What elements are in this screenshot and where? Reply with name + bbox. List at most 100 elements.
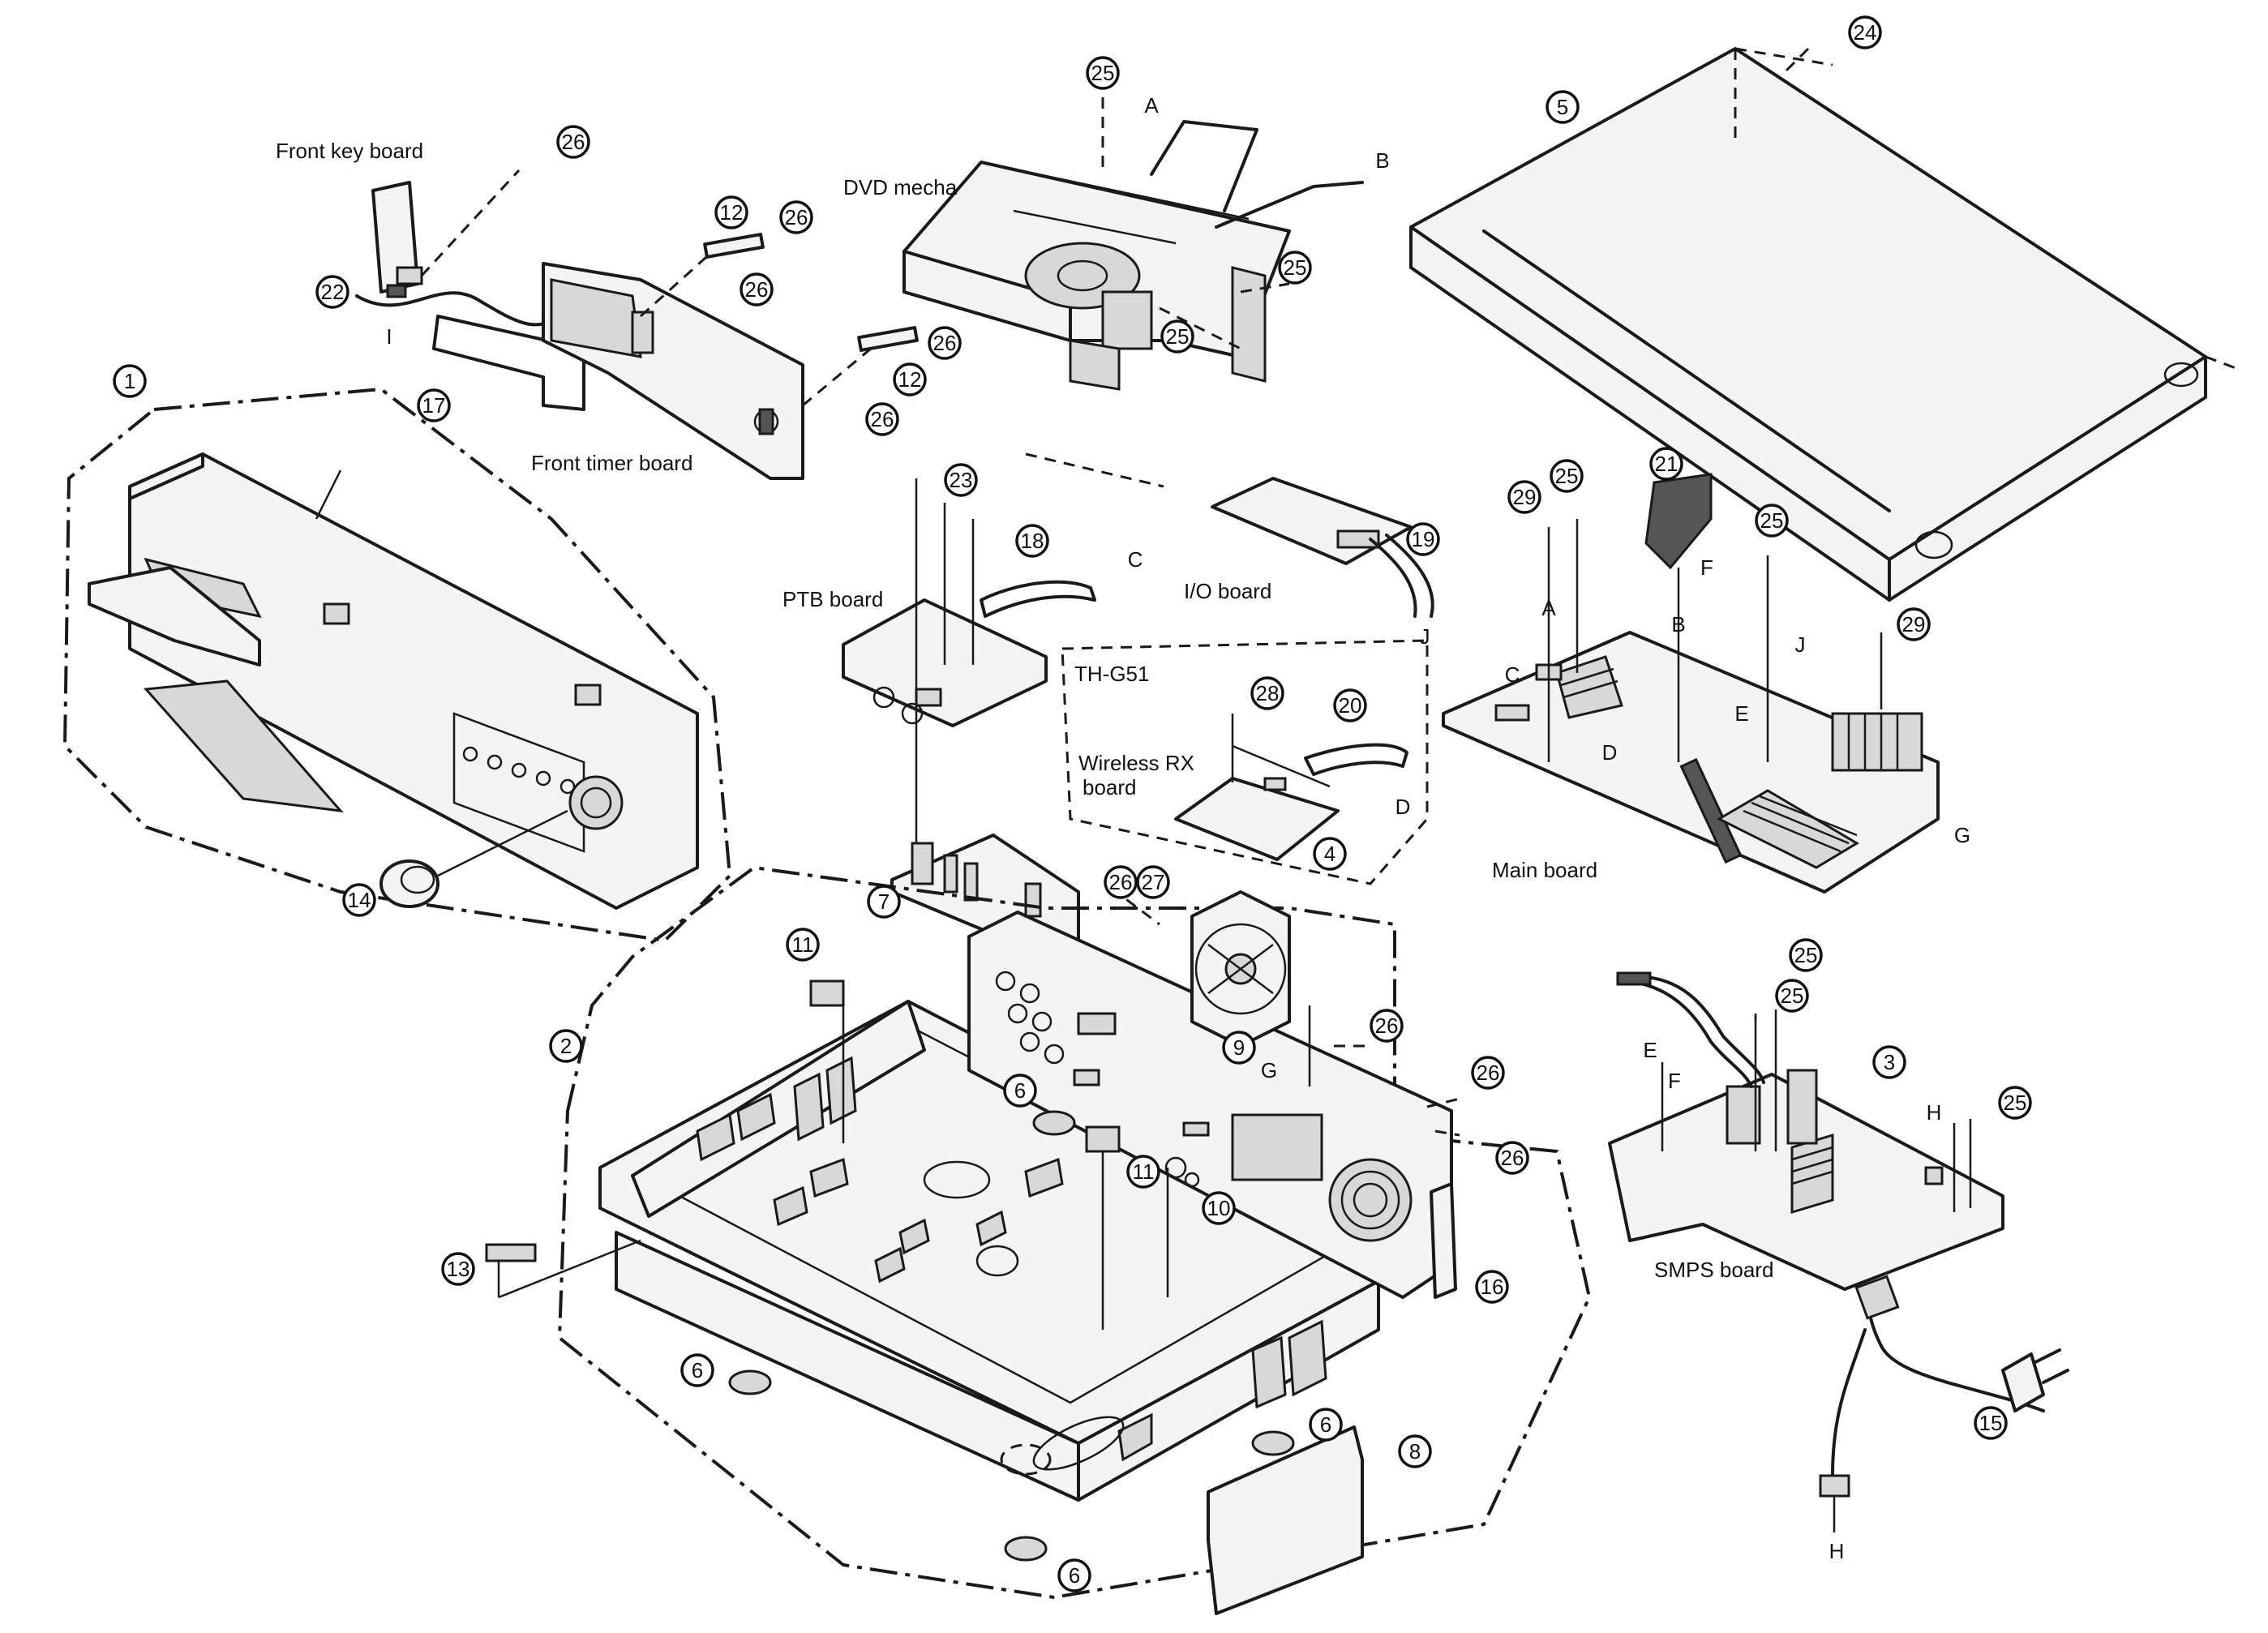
connector-letter-g-fan: G bbox=[1261, 1058, 1277, 1082]
callout-25d: 25 bbox=[1550, 459, 1584, 493]
svg-text:25: 25 bbox=[1284, 255, 1307, 280]
callout-25h: 25 bbox=[1998, 1086, 2032, 1120]
connector-letter-c-main: C bbox=[1505, 662, 1520, 687]
part-13 bbox=[485, 1239, 641, 1299]
svg-text:26: 26 bbox=[562, 130, 585, 154]
part-10 bbox=[1164, 1156, 1200, 1188]
callout-20: 20 bbox=[1333, 688, 1367, 722]
front-timer-board bbox=[542, 242, 877, 480]
callout-6d: 6 bbox=[1057, 1558, 1091, 1592]
connector-letter-e-main: E bbox=[1734, 701, 1748, 726]
callout-27: 27 bbox=[1136, 865, 1170, 899]
wireless-rx-group bbox=[1061, 639, 1429, 885]
chassis-assembly bbox=[557, 865, 1592, 1600]
svg-text:6: 6 bbox=[1014, 1078, 1026, 1103]
connector-letter-i: I bbox=[386, 324, 392, 349]
callout-4: 4 bbox=[1313, 837, 1347, 871]
io-board bbox=[1211, 477, 1434, 618]
callout-6a: 6 bbox=[1003, 1074, 1037, 1108]
svg-text:26: 26 bbox=[1109, 870, 1133, 894]
connector-letter-d-main: D bbox=[1602, 740, 1618, 765]
svg-text:25: 25 bbox=[1166, 324, 1190, 349]
callout-9: 9 bbox=[1222, 1031, 1256, 1065]
callout-25g: 25 bbox=[1775, 979, 1809, 1013]
svg-text:26: 26 bbox=[785, 205, 808, 229]
connector-letter-a: A bbox=[1144, 93, 1159, 118]
label-front-key-board: Front key board bbox=[276, 139, 423, 163]
callout-26h: 26 bbox=[1471, 1056, 1505, 1090]
svg-text:13: 13 bbox=[447, 1257, 470, 1281]
svg-text:23: 23 bbox=[950, 468, 973, 492]
callout-6c: 6 bbox=[1309, 1408, 1343, 1442]
connector-letter-f-main: F bbox=[1700, 555, 1713, 580]
svg-text:25: 25 bbox=[1555, 464, 1579, 488]
callout-12b: 12 bbox=[893, 362, 927, 396]
callout-26e: 26 bbox=[865, 402, 899, 436]
svg-text:6: 6 bbox=[692, 1358, 703, 1382]
svg-text:11: 11 bbox=[792, 932, 814, 957]
front-key-board bbox=[371, 169, 521, 294]
svg-text:29: 29 bbox=[1513, 485, 1537, 509]
fan-cutout-16 bbox=[1328, 1158, 1457, 1299]
callout-28: 28 bbox=[1250, 676, 1284, 710]
connector-letter-c-top: C bbox=[1128, 547, 1143, 572]
svg-text:24: 24 bbox=[1854, 20, 1877, 45]
svg-text:6: 6 bbox=[1069, 1563, 1080, 1588]
callout-26b: 26 bbox=[779, 200, 813, 234]
svg-text:25: 25 bbox=[1781, 984, 1804, 1008]
label-ptb-board: PTB board bbox=[782, 587, 883, 611]
callout-17: 17 bbox=[417, 388, 451, 422]
ribbon-e-f bbox=[1616, 971, 1765, 1088]
fan-9 bbox=[1190, 890, 1291, 1048]
callout-26f: 26 bbox=[1104, 865, 1138, 899]
clamps-11 bbox=[809, 979, 1121, 1153]
smps-board bbox=[1608, 1014, 2004, 1291]
svg-text:21: 21 bbox=[1655, 452, 1678, 476]
label-front-timer-board: Front timer board bbox=[531, 451, 692, 475]
connector-letter-g-main: G bbox=[1954, 823, 1970, 847]
callout-8: 8 bbox=[1398, 1434, 1432, 1468]
callout-25c: 25 bbox=[1160, 319, 1194, 354]
callout-14: 14 bbox=[342, 883, 376, 917]
svg-text:25: 25 bbox=[1794, 943, 1818, 967]
svg-text:26: 26 bbox=[1477, 1061, 1500, 1085]
callout-10: 10 bbox=[1202, 1191, 1236, 1225]
callout-13: 13 bbox=[441, 1252, 475, 1286]
callout-24: 24 bbox=[1848, 15, 1882, 49]
connector-letter-e-smps: E bbox=[1643, 1038, 1657, 1062]
callout-16: 16 bbox=[1475, 1270, 1509, 1304]
svg-text:16: 16 bbox=[1481, 1275, 1504, 1299]
connector-letter-b-main: B bbox=[1671, 612, 1685, 636]
svg-text:22: 22 bbox=[321, 280, 345, 304]
svg-text:26: 26 bbox=[1375, 1014, 1399, 1038]
svg-text:26: 26 bbox=[745, 277, 769, 302]
wire-22 bbox=[355, 284, 561, 327]
ribbon-21 bbox=[1644, 473, 1713, 762]
callout-22: 22 bbox=[315, 275, 349, 309]
connector-letter-b: B bbox=[1375, 148, 1389, 173]
part-7 bbox=[890, 834, 1080, 942]
connector-letter-h-cord: H bbox=[1829, 1539, 1845, 1563]
svg-text:25: 25 bbox=[1760, 508, 1784, 533]
label-dvd-mecha: DVD mecha bbox=[843, 175, 958, 199]
callout-21: 21 bbox=[1649, 447, 1683, 481]
label-wireless-rx: Wireless RX bbox=[1078, 751, 1194, 775]
svg-text:26: 26 bbox=[1501, 1146, 1524, 1170]
callout-23: 23 bbox=[944, 463, 978, 497]
svg-text:6: 6 bbox=[1320, 1412, 1331, 1437]
callout-29a: 29 bbox=[1507, 480, 1541, 514]
connector-letter-j-main: J bbox=[1795, 632, 1806, 657]
callout-2: 2 bbox=[549, 1029, 583, 1063]
callout-7: 7 bbox=[867, 885, 901, 919]
callout-25b: 25 bbox=[1278, 251, 1312, 285]
callout-26g: 26 bbox=[1370, 1009, 1404, 1043]
callout-11a: 11 bbox=[786, 928, 820, 962]
svg-text:19: 19 bbox=[1412, 527, 1435, 551]
svg-text:8: 8 bbox=[1409, 1439, 1421, 1464]
callout-25f: 25 bbox=[1789, 938, 1823, 972]
label-io-board: I/O board bbox=[1184, 579, 1271, 603]
callout-26c: 26 bbox=[740, 272, 774, 306]
svg-text:15: 15 bbox=[1979, 1411, 2003, 1435]
svg-text:25: 25 bbox=[1091, 61, 1115, 85]
label-wireless-rx-board: board bbox=[1083, 775, 1137, 799]
